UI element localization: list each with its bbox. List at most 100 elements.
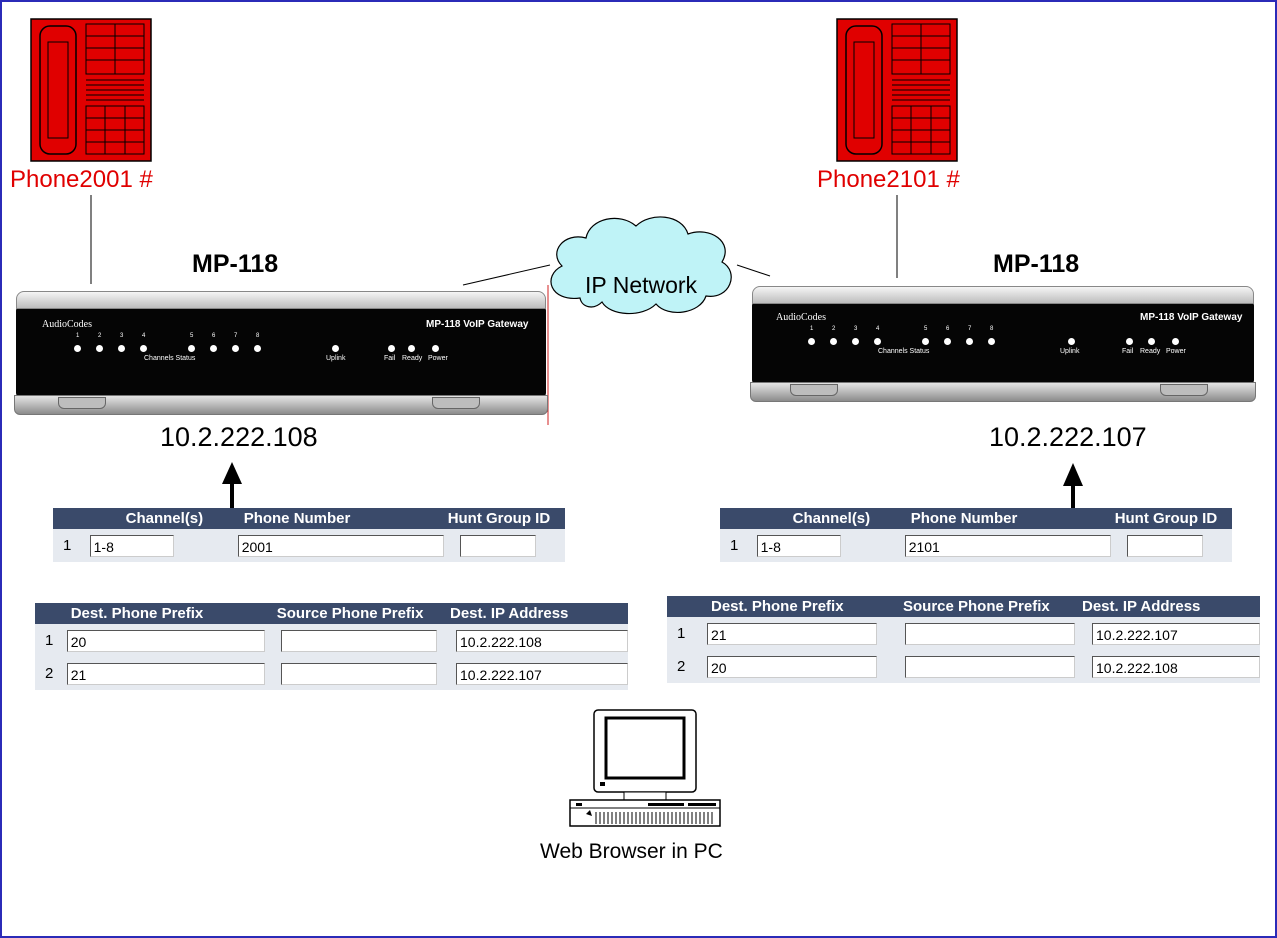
col-header: Source Phone Prefix <box>264 603 446 624</box>
uplink-label: Uplink <box>326 355 346 362</box>
led-number: 6 <box>212 333 216 339</box>
row-index: 1 <box>53 529 90 562</box>
col-header: Channel(s) <box>756 508 903 529</box>
channel-led <box>232 345 239 352</box>
led-number: 8 <box>256 333 260 339</box>
led-number: 3 <box>854 326 858 332</box>
dest-prefix-field[interactable]: 20 <box>707 655 877 678</box>
dest-ip-field[interactable]: 10.2.222.107 <box>456 662 628 685</box>
pc-label: Web Browser in PC <box>540 840 723 863</box>
row-index: 1 <box>35 624 67 657</box>
left-upload-arrow-head <box>222 462 242 484</box>
channel-led <box>988 338 995 345</box>
source-prefix-field[interactable] <box>905 622 1075 645</box>
right-device-brand: AudioCodes <box>776 312 826 323</box>
col-header: Hunt Group ID <box>1110 508 1232 529</box>
channel-led <box>852 338 859 345</box>
fail-led <box>388 345 395 352</box>
channel-led <box>808 338 815 345</box>
source-prefix-field[interactable] <box>280 629 437 652</box>
left-routing-table: Dest. Phone Prefix Source Phone Prefix D… <box>35 603 628 690</box>
left-endpoint-phone-table: Channel(s) Phone Number Hunt Group ID 1 … <box>53 508 565 562</box>
dest-ip-field[interactable]: 10.2.222.108 <box>1092 655 1260 678</box>
left-device-foot <box>58 397 106 409</box>
right-device-model: MP-118 VoIP Gateway <box>1140 312 1243 323</box>
dest-ip-field[interactable]: 10.2.222.108 <box>456 629 628 652</box>
right-endpoint-phone-table: Channel(s) Phone Number Hunt Group ID 1 … <box>720 508 1232 562</box>
col-header: Dest. IP Address <box>446 603 628 624</box>
led-number: 6 <box>946 326 950 332</box>
fail-label: Fail <box>384 355 396 362</box>
pc-computer-icon <box>569 709 721 827</box>
col-header: Hunt Group ID <box>443 508 565 529</box>
left-device-brand: AudioCodes <box>42 319 92 330</box>
left-mp118-device: AudioCodes MP-118 VoIP Gateway 1 2 3 4 5… <box>14 291 548 415</box>
table-row: 2 20 10.2.222.108 <box>667 650 1260 683</box>
dest-ip-field[interactable]: 10.2.222.107 <box>1092 622 1260 645</box>
table-row: 1 21 10.2.222.107 <box>667 617 1260 650</box>
led-number: 8 <box>990 326 994 332</box>
dest-prefix-field[interactable]: 21 <box>66 662 265 685</box>
col-header: Phone Number <box>235 508 444 529</box>
uplink-label: Uplink <box>1060 348 1080 355</box>
led-number: 7 <box>234 333 238 339</box>
fail-label: Fail <box>1122 348 1134 355</box>
channel-led <box>922 338 929 345</box>
left-phone-icon <box>30 18 152 162</box>
channel-led <box>254 345 261 352</box>
hunt-group-field[interactable] <box>459 534 536 557</box>
right-network-cable <box>736 264 771 277</box>
ip-network-cloud-icon <box>550 216 732 315</box>
power-led <box>432 345 439 352</box>
dest-prefix-field[interactable]: 20 <box>66 629 265 652</box>
right-device-foot <box>790 384 838 396</box>
col-header: Dest. Phone Prefix <box>66 603 265 624</box>
fail-led <box>1126 338 1133 345</box>
col-header: Channel(s) <box>89 508 236 529</box>
led-number: 3 <box>120 333 124 339</box>
row-index: 2 <box>667 650 707 683</box>
right-mp118-device: AudioCodes MP-118 VoIP Gateway 1 2 3 4 5… <box>750 286 1256 402</box>
channel-led <box>188 345 195 352</box>
channel-led <box>140 345 147 352</box>
dest-prefix-field[interactable]: 21 <box>707 622 877 645</box>
source-prefix-field[interactable] <box>280 662 437 685</box>
row-index: 1 <box>720 529 757 562</box>
ready-led <box>1148 338 1155 345</box>
source-prefix-field[interactable] <box>905 655 1075 678</box>
left-device-foot <box>432 397 480 409</box>
table-row: 2 21 10.2.222.107 <box>35 657 628 690</box>
row-index: 2 <box>35 657 67 690</box>
channel-led <box>830 338 837 345</box>
left-device-title: MP-118 <box>192 250 279 278</box>
channel-led <box>210 345 217 352</box>
channels-field[interactable]: 1-8 <box>756 534 841 557</box>
col-header: Dest. IP Address <box>1078 596 1260 617</box>
channels-field[interactable]: 1-8 <box>89 534 174 557</box>
hunt-group-field[interactable] <box>1126 534 1203 557</box>
ready-label: Ready <box>402 355 423 362</box>
right-device-ip: 10.2.222.107 <box>989 422 1147 452</box>
table-row: 1 20 10.2.222.108 <box>35 624 628 657</box>
phone-number-field[interactable]: 2101 <box>904 534 1111 557</box>
ip-network-label: IP Network <box>585 272 698 298</box>
left-device-ip: 10.2.222.108 <box>160 422 318 452</box>
led-number: 4 <box>876 326 880 332</box>
led-number: 1 <box>810 326 814 332</box>
right-phone-icon <box>836 18 958 162</box>
left-network-cable <box>462 264 551 286</box>
uplink-led <box>332 345 339 352</box>
col-header: Phone Number <box>902 508 1111 529</box>
channel-led <box>874 338 881 345</box>
channel-led <box>96 345 103 352</box>
phone-number-field[interactable]: 2001 <box>237 534 444 557</box>
channels-status-label: Channels Status <box>878 348 930 355</box>
led-number: 1 <box>76 333 80 339</box>
power-label: Power <box>1166 348 1186 355</box>
channels-status-label: Channels Status <box>144 355 196 362</box>
led-number: 4 <box>142 333 146 339</box>
power-led <box>1172 338 1179 345</box>
ready-led <box>408 345 415 352</box>
led-number: 7 <box>968 326 972 332</box>
